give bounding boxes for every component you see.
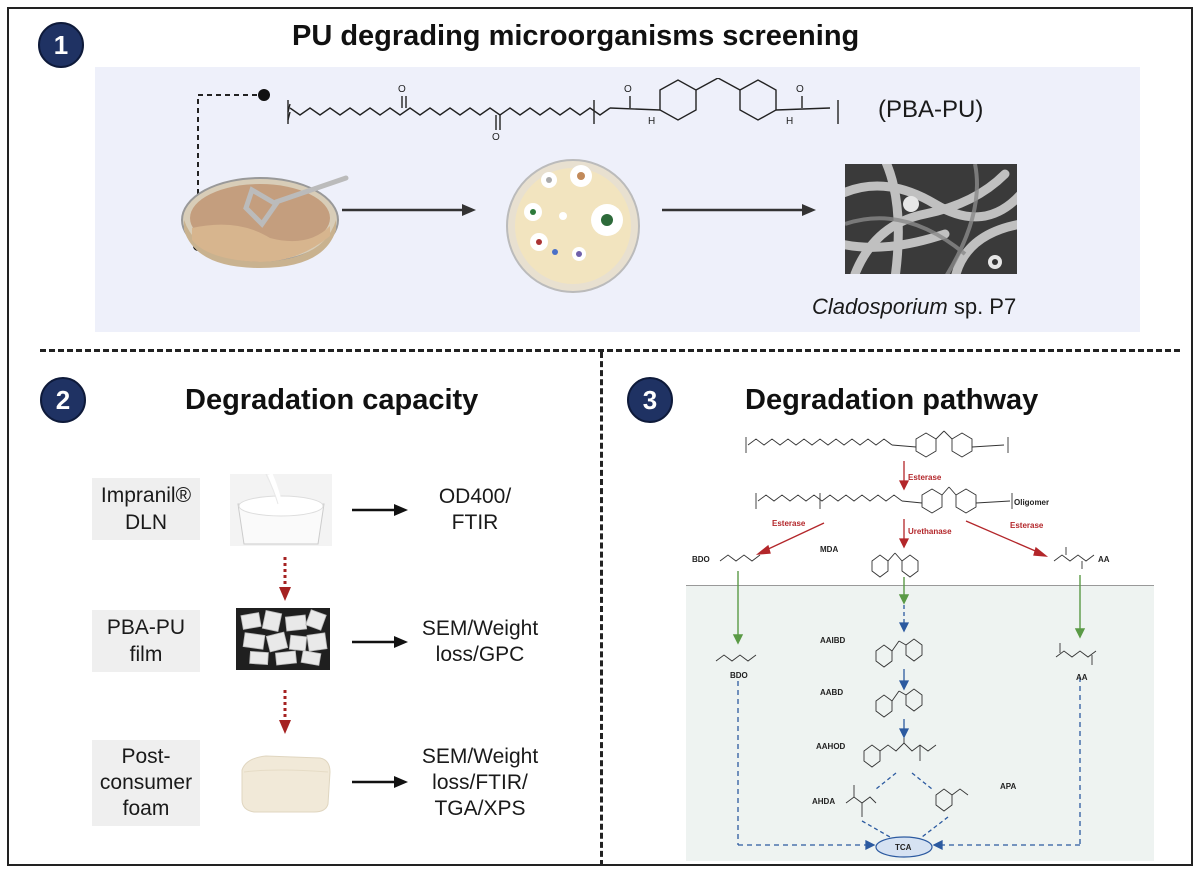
apa-label: APA [1000,782,1017,791]
organism-strain: sp. P7 [947,294,1017,319]
membrane-line [686,585,1154,586]
film-pieces-image [236,608,330,670]
polymer-label: (PBA-PU) [878,96,984,123]
methods-film-line1: SEM/Weight [421,617,539,640]
methods-impranil: OD400/ FTIR [415,484,535,536]
pba-pu-structure: O O O O H H [287,78,839,143]
section-1-badge: 1 [38,22,84,68]
enzyme-urethanase: Urethanase [908,527,952,536]
svg-text:O: O [492,132,500,143]
substrate-foam-line1: Post- [121,745,171,768]
red-dotted-arrow-2 [279,690,291,734]
methods-film-line2: loss/GPC [435,643,525,666]
bdo-bottom-label: BDO [730,671,748,680]
red-dotted-arrow-1 [279,557,291,601]
substrate-film-line1: PBA-PU [106,616,186,639]
section-2-badge: 2 [40,377,86,423]
methods-foam-line2: loss/FTIR/ [432,771,528,794]
oligomer-label: Oligomer [1014,498,1050,507]
methods-film: SEM/Weight loss/GPC [400,616,560,668]
enzyme-esterase-1: Esterase [908,473,942,482]
substrate-impranil-line1: Impranil® [100,484,192,507]
svg-text:H: H [648,116,655,127]
sem-micrograph [845,164,1017,274]
ahda-label: AHDA [812,797,836,806]
aabd-label: AABD [820,688,844,697]
horizontal-divider [40,349,1180,352]
bdo-top-label: BDO [692,555,710,564]
substrate-impranil-line2: DLN [124,511,167,534]
methods-foam: SEM/Weight loss/FTIR/ TGA/XPS [400,744,560,822]
milk-glass-image [230,474,332,546]
mda-label: MDA [820,545,839,554]
section-3-badge: 3 [627,377,673,423]
methods-foam-line3: TGA/XPS [434,797,526,820]
substrate-impranil: Impranil® DLN [92,478,200,540]
methods-impranil-line1: OD400/ [438,485,512,508]
arrow-to-sem [662,204,816,216]
aa-bottom-label: AA [1076,673,1088,682]
enzyme-esterase-3: Esterase [1010,521,1044,530]
svg-text:O: O [398,84,406,95]
aahod-label: AAHOD [816,742,846,751]
svg-text:O: O [624,84,632,95]
section-3-title: Degradation pathway [745,384,1039,416]
substrate-foam-line3: foam [122,797,170,820]
substrate-foam: Post- consumer foam [92,740,200,826]
organism-name: Cladosporium sp. P7 [812,294,1016,320]
arrow-row2 [352,636,408,648]
agar-plate-icon [506,159,640,293]
tca-label: TCA [895,843,912,852]
methods-impranil-line2: FTIR [451,511,499,534]
pathway-diagram [715,430,1097,858]
vertical-divider [600,352,603,866]
arrow-to-plate [342,204,476,216]
aaibd-label: AAIBD [820,636,846,645]
cellular-area [686,585,1154,861]
svg-text:H: H [786,116,793,127]
substrate-film-line2: film [129,643,163,666]
aa-top-label: AA [1098,555,1110,564]
methods-foam-line1: SEM/Weight [421,745,539,768]
arrow-row1 [352,504,408,516]
substrate-foam-line2: consumer [99,771,193,794]
organism-genus: Cladosporium [812,294,948,319]
svg-text:O: O [796,84,804,95]
foam-block-image [241,755,331,813]
section-1-title: PU degrading microorganisms screening [292,20,860,52]
arrow-row3 [352,776,408,788]
enzyme-esterase-2: Esterase [772,519,806,528]
substrate-pba-pu-film: PBA-PU film [92,610,200,672]
soil-petri-dish-icon [181,175,349,268]
section-2-title: Degradation capacity [185,384,479,416]
